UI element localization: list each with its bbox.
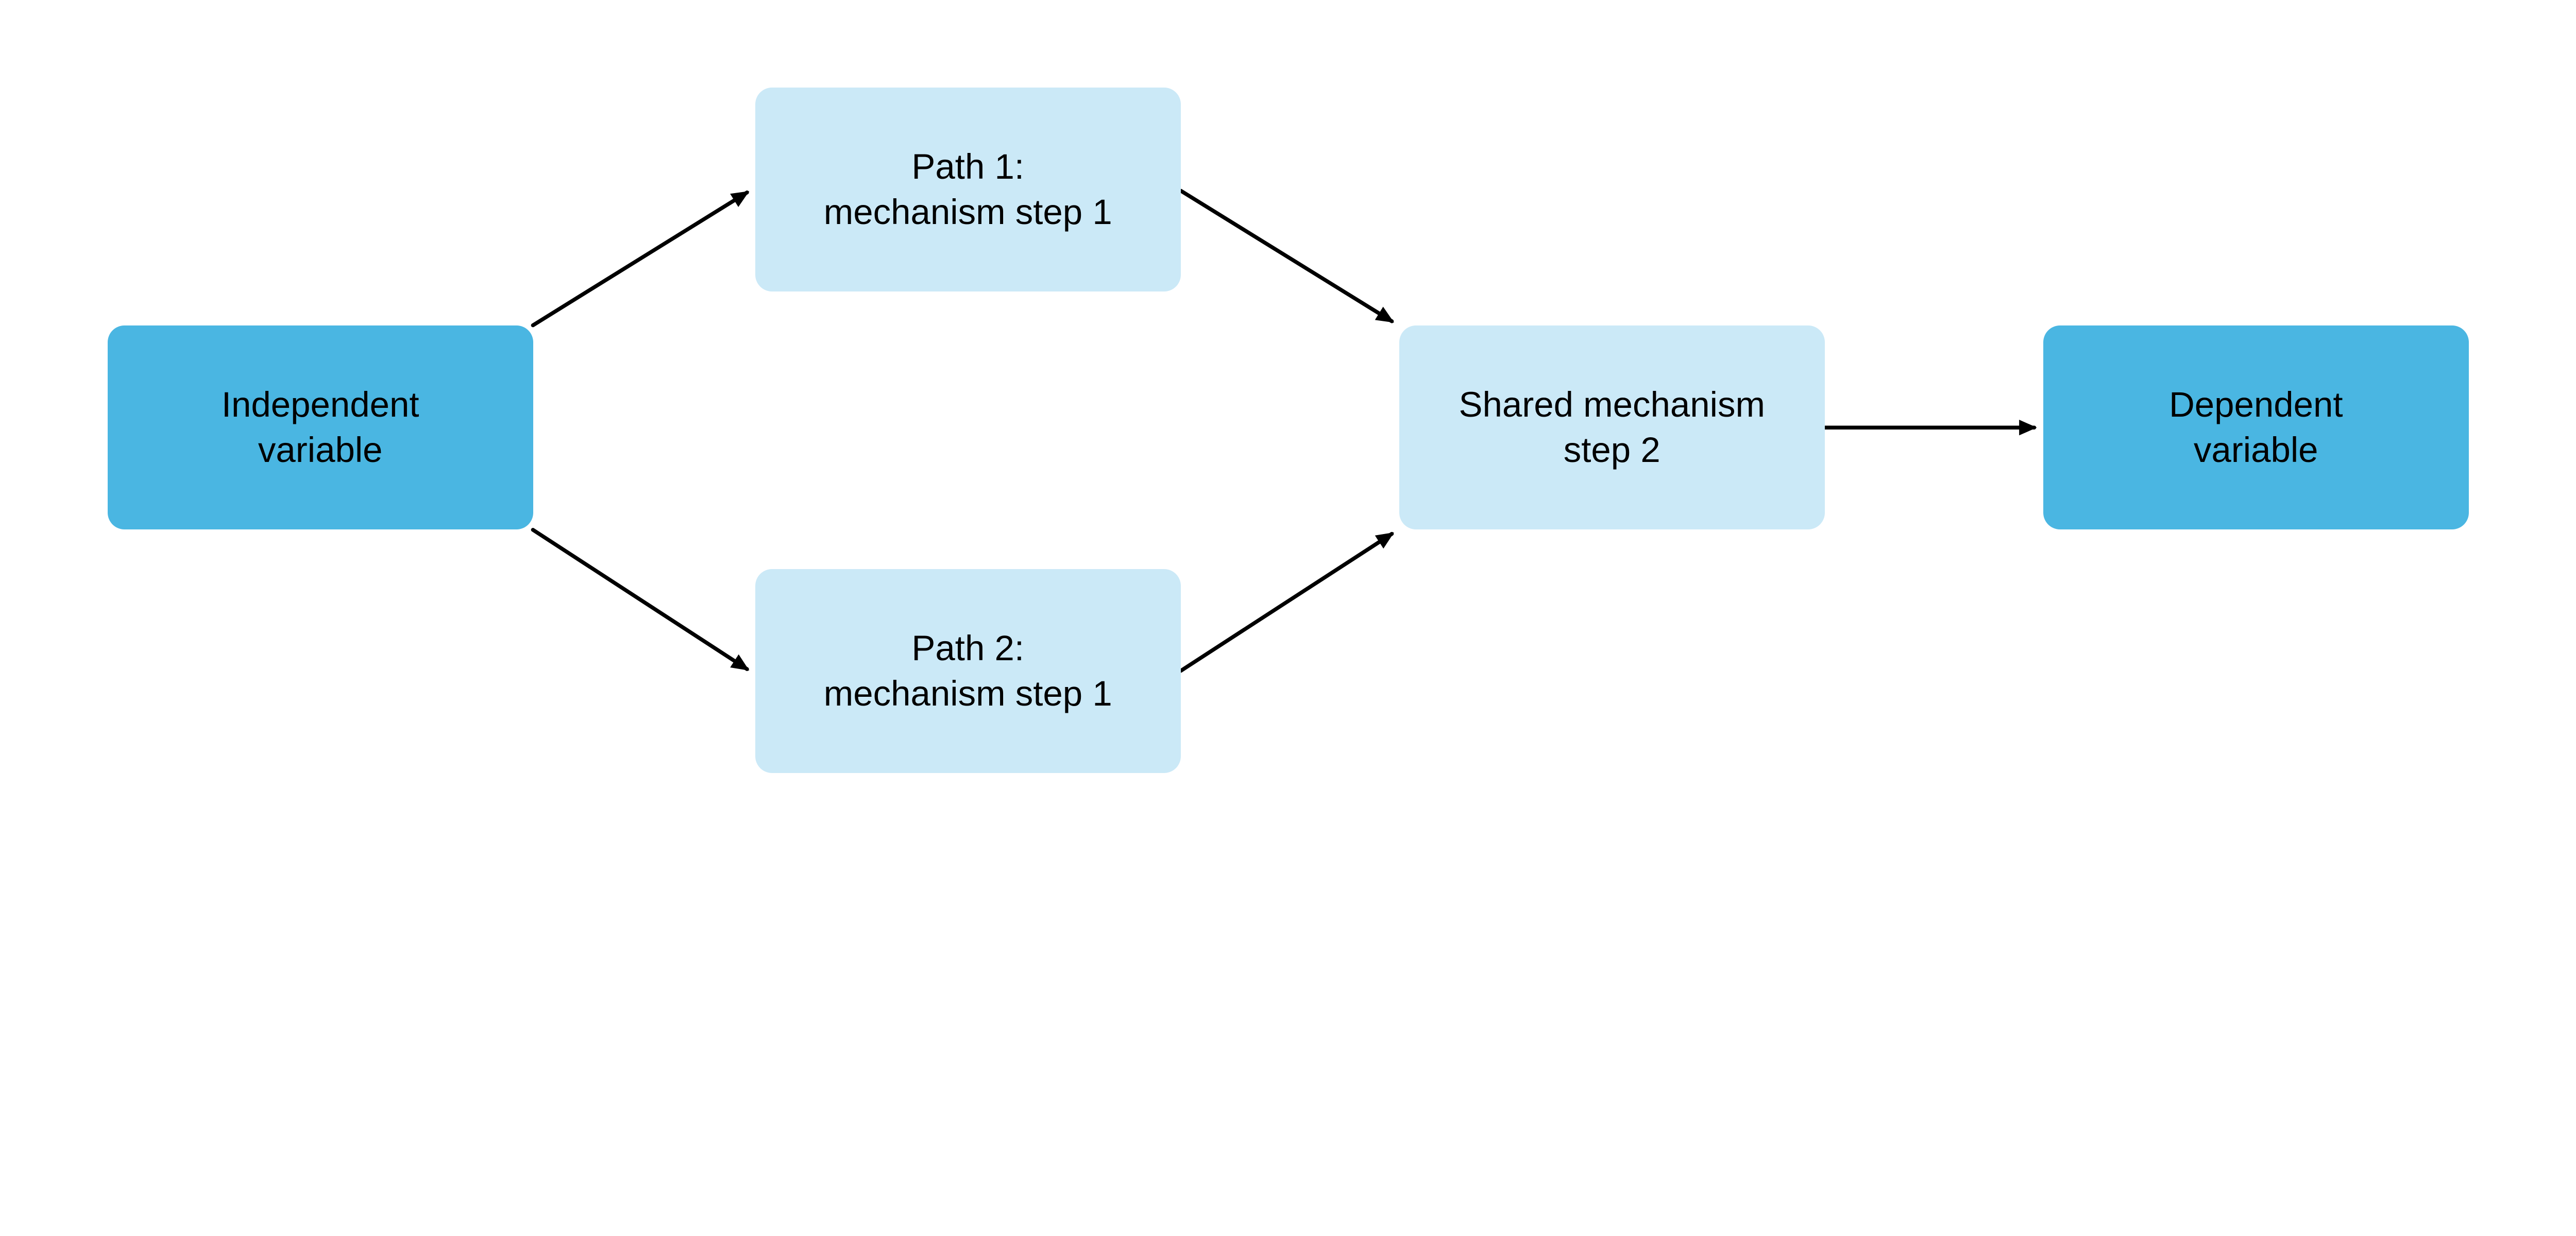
node-independent-variable: Independent variable [107, 325, 533, 530]
node-path2-mechanism-step1: Path 2: mechanism step 1 [755, 569, 1181, 773]
diagram-canvas: Independent variable Path 1: mechanism s… [107, 88, 2469, 773]
arrow-path2-to-shared [1179, 531, 1394, 673]
node-path1-mechanism-step1: Path 1: mechanism step 1 [755, 88, 1181, 292]
node-label-line: step 2 [1563, 430, 1660, 470]
arrow-path1-to-shared [1179, 188, 1394, 323]
node-label-line: mechanism step 1 [823, 673, 1112, 713]
arrow-independent-to-path2 [531, 528, 750, 671]
node-label-line: Path 1: [911, 146, 1025, 186]
node-label-line: Dependent [2168, 384, 2343, 424]
node-shared-mechanism-step2: Shared mechanism step 2 [1399, 325, 1825, 530]
node-label-line: mechanism step 1 [823, 192, 1112, 232]
edges-layer [531, 188, 2037, 673]
node-label-line: variable [2193, 430, 2318, 470]
node-label-line: variable [258, 430, 383, 470]
node-label-line: Path 2: [911, 628, 1025, 668]
node-label-line: Independent [221, 384, 419, 424]
node-label-line: Shared mechanism [1459, 384, 1765, 424]
arrow-independent-to-path1 [531, 190, 750, 328]
node-dependent-variable: Dependent variable [2043, 325, 2469, 530]
